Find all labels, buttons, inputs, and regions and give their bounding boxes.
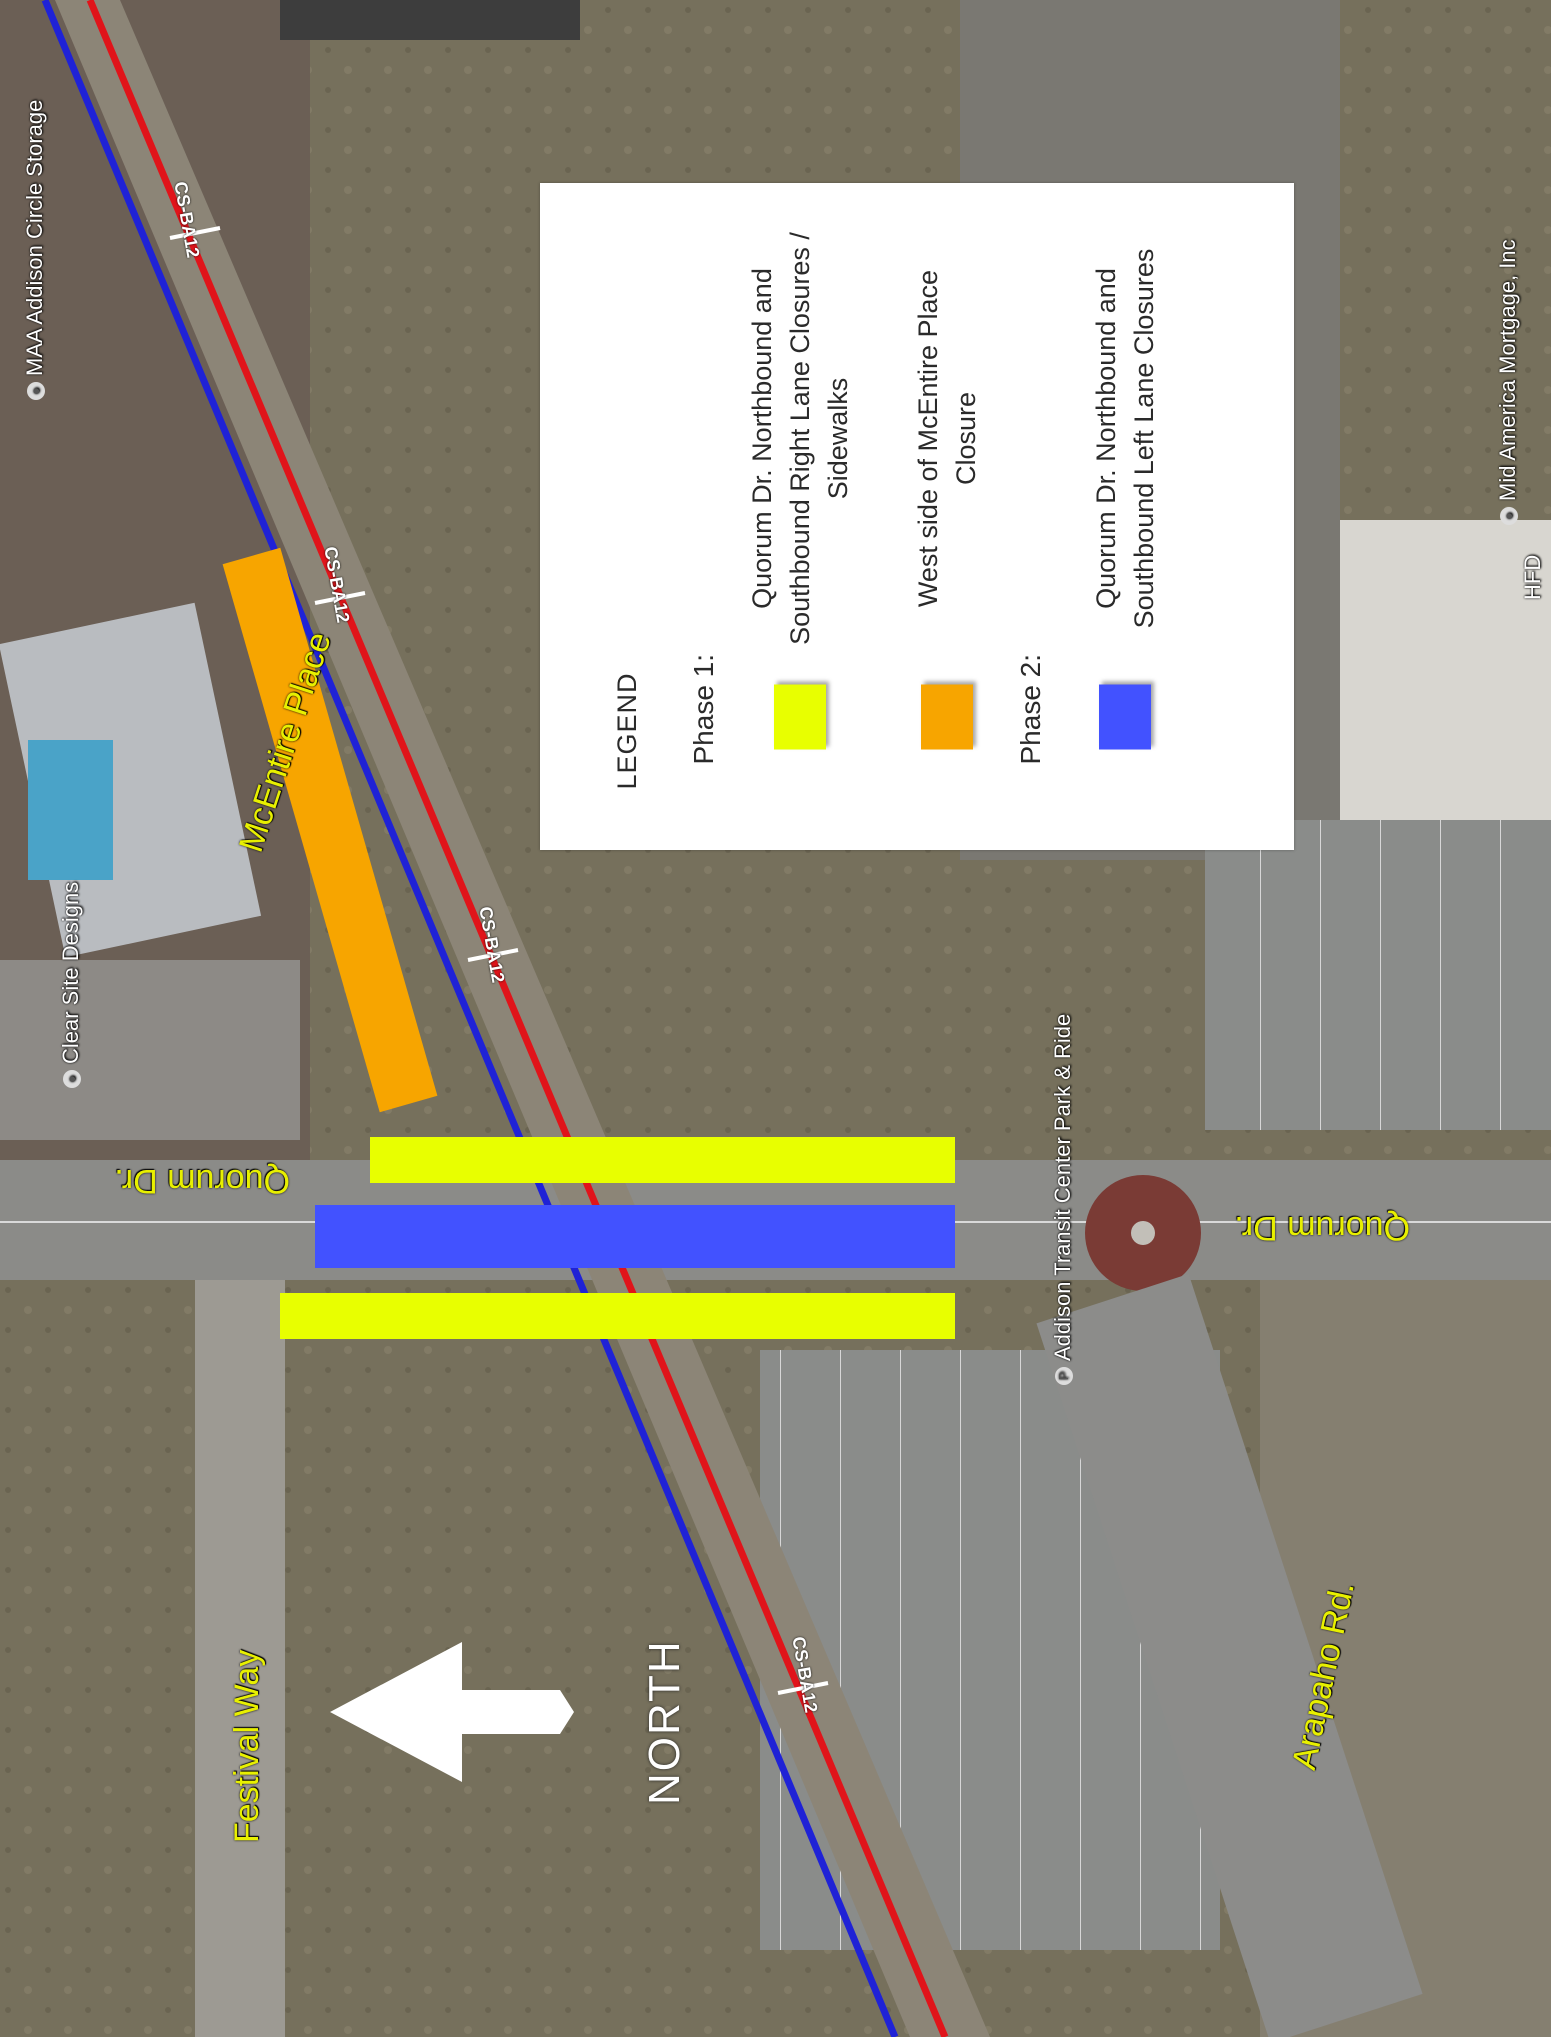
legend-item: Quorum Dr. Northbound and Southbound Lef… [1070, 223, 1180, 800]
rail-ticks [169, 226, 829, 1695]
north-label: NORTH [640, 1639, 689, 1805]
rail-red-line [86, 0, 949, 2037]
poi-label-clear-site: ●Clear Site Designs [58, 882, 84, 1088]
legend-item-label: Quorum Dr. Northbound and Southbound Lef… [1091, 248, 1159, 629]
street-label-festival: Festival Way [228, 1649, 266, 1843]
legend-content: LEGEND Phase 1: Quorum Dr. Northbound an… [540, 183, 1294, 850]
poi-label-mid-america: ●Mid America Mortgage, Inc [1495, 239, 1521, 525]
rail-blue-line [41, 0, 899, 2037]
legend-swatch-phase1 [774, 684, 826, 750]
poi-label-maa: ●MAA Addison Circle Storage [22, 100, 48, 400]
poi-label-hfd: HFD [1520, 554, 1545, 600]
phase1-lower-closure-bar [280, 1293, 955, 1339]
arapaho-road [1036, 1273, 1423, 2037]
parking-pin-icon: P [1055, 1367, 1074, 1385]
phase1-upper-closure-bar [370, 1137, 955, 1183]
legend-item: West side of McEntire Place Closure [892, 223, 1002, 800]
festival-road [195, 1280, 285, 2037]
street-label-quorum-right: Quorum Dr. [1234, 1209, 1410, 1247]
map-pin-icon: ● [63, 1070, 82, 1088]
office-tower [1340, 520, 1551, 820]
legend-title: LEGEND [612, 672, 642, 790]
street-label-quorum-left: Quorum Dr. [114, 1162, 290, 1200]
legend-item-label: Quorum Dr. Northbound and Southbound Rig… [747, 232, 853, 645]
legend-phase2-heading: Phase 2: [1015, 653, 1046, 765]
poi-label-transit: PAddison Transit Center Park & Ride [1050, 1014, 1076, 1385]
legend-item: Quorum Dr. Northbound and Southbound Rig… [745, 223, 855, 800]
rail-corridor [55, 0, 990, 2037]
west-side-closure-bar [222, 547, 438, 1113]
north-arrow-icon [330, 1642, 574, 1782]
legend: LEGEND Phase 1: Quorum Dr. Northbound an… [540, 183, 1294, 850]
legend-item-label: West side of McEntire Place Closure [913, 269, 981, 608]
right-parking-lot [1205, 820, 1551, 1130]
phase2-closure-bar [315, 1205, 955, 1268]
map-pin-icon: ● [27, 382, 46, 400]
legend-phase1-heading: Phase 1: [688, 653, 719, 765]
legend-swatch-phase2 [1099, 684, 1151, 750]
legend-panel: LEGEND Phase 1: Quorum Dr. Northbound an… [540, 183, 1294, 850]
map-pin-icon: ● [1500, 507, 1519, 525]
legend-swatch-west-side [921, 684, 973, 750]
top-building [280, 0, 580, 40]
pool [28, 740, 113, 880]
lower-left-roofs [0, 960, 300, 1140]
